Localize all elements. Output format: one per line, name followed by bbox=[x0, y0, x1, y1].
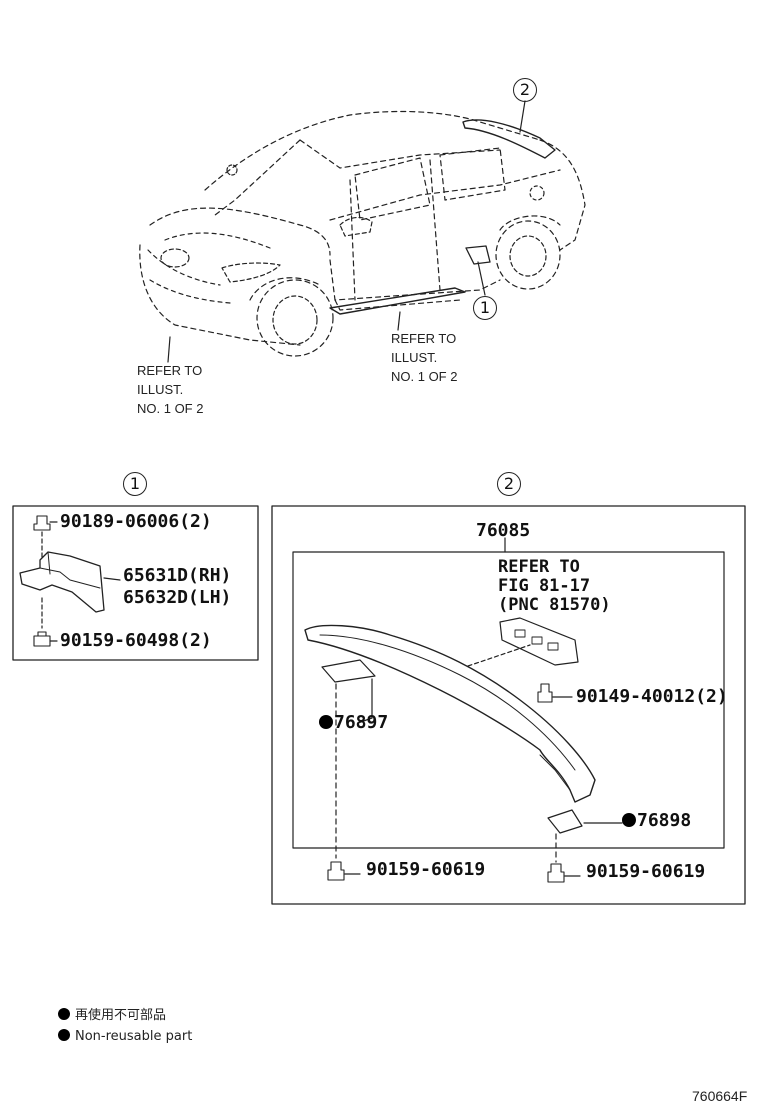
leader-line-left-refer bbox=[167, 336, 171, 363]
legend-row-jp: 再使用不可部品 bbox=[58, 1008, 166, 1022]
group2-refer-line1: REFER TO bbox=[498, 557, 580, 577]
group2-number: 2 bbox=[503, 474, 515, 493]
part-65631d-rh[interactable]: 65631D(RH) bbox=[123, 565, 232, 586]
non-reusable-dot-icon bbox=[622, 813, 636, 827]
group1-number-circle[interactable]: 1 bbox=[123, 472, 147, 496]
legend-row-en: Non-reusable part bbox=[58, 1029, 192, 1043]
callout-2-circle[interactable]: 2 bbox=[513, 78, 537, 102]
group2-refer-line2: FIG 81-17 bbox=[498, 576, 591, 596]
group1-number: 1 bbox=[129, 474, 141, 493]
group1-box bbox=[12, 505, 259, 661]
part-90159-60619-left[interactable]: 90159-60619 bbox=[366, 859, 486, 880]
callout-2-number: 2 bbox=[519, 80, 531, 99]
part-90159-60498[interactable]: 90159-60498(2) bbox=[60, 630, 212, 651]
figure-code: 760664F bbox=[692, 1088, 748, 1104]
group2-box bbox=[271, 505, 746, 905]
group2-refer-line3: (PNC 81570) bbox=[498, 595, 611, 615]
leader-line-2 bbox=[519, 100, 526, 133]
legend-dot-icon bbox=[58, 1008, 70, 1020]
callout-1-number: 1 bbox=[479, 298, 491, 317]
part-76897-label: 76897 bbox=[334, 712, 389, 733]
refer-left-line3: NO. 1 OF 2 bbox=[137, 401, 204, 416]
legend-dot-icon bbox=[58, 1029, 70, 1041]
group2-inner-box bbox=[292, 551, 725, 849]
non-reusable-dot-icon bbox=[319, 715, 333, 729]
refer-right-line2: ILLUST. bbox=[391, 350, 438, 365]
refer-right-line3: NO. 1 OF 2 bbox=[391, 369, 458, 384]
part-90159-60619-right[interactable]: 90159-60619 bbox=[586, 861, 706, 882]
leader-line-right-refer bbox=[397, 311, 401, 331]
legend-en-text: Non-reusable part bbox=[75, 1029, 193, 1044]
leader-line-1 bbox=[477, 261, 486, 296]
group2-number-circle[interactable]: 2 bbox=[497, 472, 521, 496]
car-illustration bbox=[139, 110, 586, 357]
part-76898-label: 76898 bbox=[637, 810, 692, 831]
callout-1-circle[interactable]: 1 bbox=[473, 296, 497, 320]
legend-jp-text: 再使用不可部品 bbox=[75, 1008, 167, 1023]
part-65632d-lh[interactable]: 65632D(LH) bbox=[123, 587, 232, 608]
part-90189-06006[interactable]: 90189-06006(2) bbox=[60, 511, 212, 532]
part-76898[interactable]: 76898 bbox=[622, 812, 691, 830]
part-90149-40012[interactable]: 90149-40012(2) bbox=[576, 686, 728, 707]
refer-right-line1: REFER TO bbox=[391, 331, 457, 346]
refer-left-line1: REFER TO bbox=[137, 363, 203, 378]
part-76085[interactable]: 76085 bbox=[476, 520, 531, 541]
refer-left-line2: ILLUST. bbox=[137, 382, 184, 397]
spoiler-shape bbox=[304, 624, 596, 803]
part-76897[interactable]: 76897 bbox=[319, 714, 388, 732]
